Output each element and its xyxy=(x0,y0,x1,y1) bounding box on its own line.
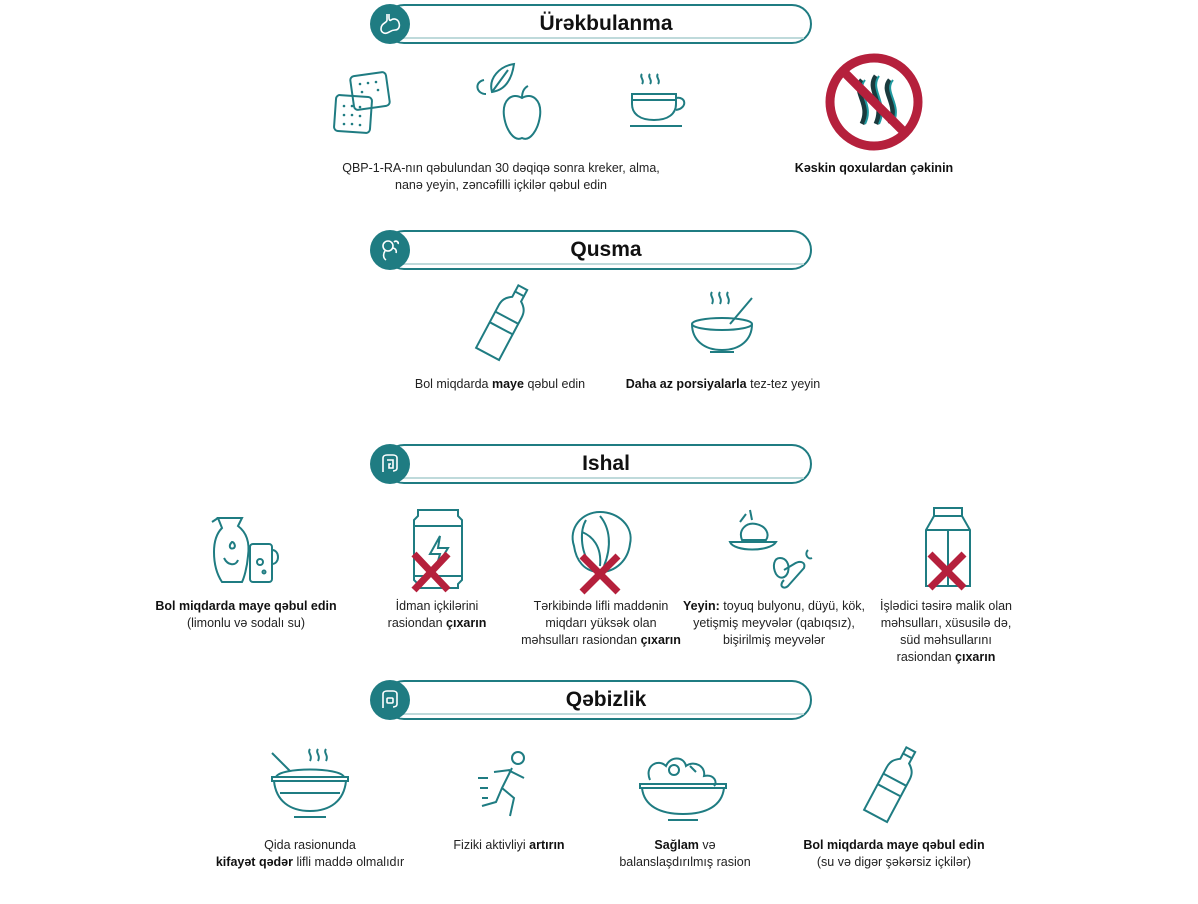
hot-tea-icon xyxy=(630,73,686,127)
caption-text: məhsulları, xüsusilə də, xyxy=(880,616,1012,630)
caption-text: qəbul edin xyxy=(523,377,586,391)
running-icon xyxy=(478,751,525,817)
intestine-icon xyxy=(370,444,410,484)
caption-text: balanslaşdırılmış rasion xyxy=(619,855,751,869)
caption-enough-fiber: Qida rasionunda kifayət qədər lifli madd… xyxy=(200,837,420,871)
section-title: Qəbizlik xyxy=(565,688,647,711)
caption-bold: çıxarın xyxy=(446,616,487,630)
caption-text: İdman içkilərini xyxy=(395,599,479,613)
caption-bold: çıxarın xyxy=(955,650,996,664)
mint-apple-icon xyxy=(476,62,542,140)
caption-bold: Kəskin qoxulardan çəkinin xyxy=(794,161,954,175)
cabbage-crossed-icon xyxy=(571,510,632,595)
header-pill xyxy=(384,4,812,44)
caption-text: toyuq bulyonu, düyü, kök, xyxy=(719,599,866,613)
caption-text: süd məhsullarını xyxy=(900,633,992,647)
caption-small-portions: Daha az porsiyalarla tez-tez yeyin xyxy=(608,376,838,393)
stomach-icon xyxy=(370,4,410,44)
caption-text: rasiondan xyxy=(387,616,447,630)
header-pill xyxy=(384,444,812,484)
constipation-icon xyxy=(370,680,410,720)
caption-nausea-foods: QBP-1-RA-nın qəbulundan 30 dəqiqə sonra … xyxy=(300,160,702,194)
section-title: Ürəkbulanma xyxy=(539,12,673,35)
caption-avoid-smells: Kəskin qoxulardan çəkinin xyxy=(774,160,974,177)
caption-text: Tərkibində lifli maddənin xyxy=(533,599,669,613)
caption-bold: Yeyin: xyxy=(682,599,720,613)
caption-line: QBP-1-RA-nın qəbulundan 30 dəqiqə sonra … xyxy=(342,161,660,175)
caption-bold: Daha az porsiyalarla xyxy=(625,377,747,391)
caption-healthy-diet: Sağlam və balanslaşdırılmış rasion xyxy=(590,837,780,871)
caption-text: miqdarı yüksək olan xyxy=(545,616,657,630)
porridge-icon xyxy=(271,748,349,818)
caption-text: Qida rasionunda xyxy=(264,838,356,852)
bowl-icon xyxy=(691,291,753,353)
caption-increase-activity: Fiziki aktivliyi artırın xyxy=(424,837,594,854)
caption-line: nanə yeyin, zəncəfilli içkilər qəbul edi… xyxy=(395,178,607,192)
caption-fluids-lemon: Bol miqdarda maye qəbul edin (limonlu və… xyxy=(136,598,356,632)
header-pill xyxy=(384,230,812,270)
caption-bold: artırın xyxy=(529,838,565,852)
caption-text: və xyxy=(698,838,716,852)
chicken-vegetables-icon xyxy=(728,509,813,589)
caption-text: Bol miqdarda xyxy=(414,377,492,391)
bottle-icon xyxy=(474,283,529,362)
no-smell-icon xyxy=(825,53,923,151)
caption-text: İşlədici təsirə malik olan xyxy=(880,599,1012,613)
caption-bold: Bol miqdarda maye qəbul edin xyxy=(155,599,337,613)
caption-text: Fiziki aktivliyi xyxy=(453,838,530,852)
caption-text: yetişmiş meyvələr (qabıqsız), xyxy=(693,616,855,630)
caption-text: lifli maddə olmalıdır xyxy=(292,855,405,869)
section-title: Ishal xyxy=(582,452,630,475)
milk-crossed-icon xyxy=(925,507,971,591)
caption-text: bişirilmiş meyvələr xyxy=(722,633,826,647)
caption-no-sports-drinks: İdman içkilərini rasiondan çıxarın xyxy=(352,598,522,632)
bottle-icon xyxy=(862,745,917,824)
caption-bold: çıxarın xyxy=(640,633,681,647)
header-pill xyxy=(384,680,812,720)
energy-drink-crossed-icon xyxy=(411,509,463,593)
caption-bold: kifayət qədər xyxy=(215,855,293,869)
caption-bold: Sağlam xyxy=(654,838,699,852)
caption-no-fiber: Tərkibində lifli maddənin miqdarı yüksək… xyxy=(506,598,696,649)
section-header-diarrhea: Ishal xyxy=(370,444,812,484)
caption-text: (limonlu və sodalı su) xyxy=(186,616,306,630)
caption-text: məhsulları rasiondan xyxy=(521,633,641,647)
vomit-icon xyxy=(370,230,410,270)
section-header-nausea: Ürəkbulanma xyxy=(370,4,812,44)
caption-text: tez-tez yeyin xyxy=(746,377,821,391)
caption-no-laxatives: İşlədici təsirə malik olan məhsulları, x… xyxy=(856,598,1036,666)
caption-bold: maye xyxy=(491,377,524,391)
caption-fluids-sugarfree: Bol miqdarda maye qəbul edin (su və digə… xyxy=(784,837,1004,871)
caption-text: (su və digər şəkərsiz içkilər) xyxy=(816,855,972,869)
caption-text: rasiondan xyxy=(896,650,956,664)
section-header-constipation: Qəbizlik xyxy=(370,680,812,720)
crackers-icon xyxy=(333,71,391,134)
section-title: Qusma xyxy=(570,238,642,261)
caption-eat-foods: Yeyin: toyuq bulyonu, düyü, kök, yetişmi… xyxy=(674,598,874,649)
salad-icon xyxy=(639,757,727,821)
caption-bold: Bol miqdarda maye qəbul edin xyxy=(803,838,985,852)
caption-drink-fluids: Bol miqdarda maye qəbul edin xyxy=(390,376,610,393)
section-header-vomiting: Qusma xyxy=(370,230,812,270)
pitcher-icon xyxy=(211,517,279,583)
